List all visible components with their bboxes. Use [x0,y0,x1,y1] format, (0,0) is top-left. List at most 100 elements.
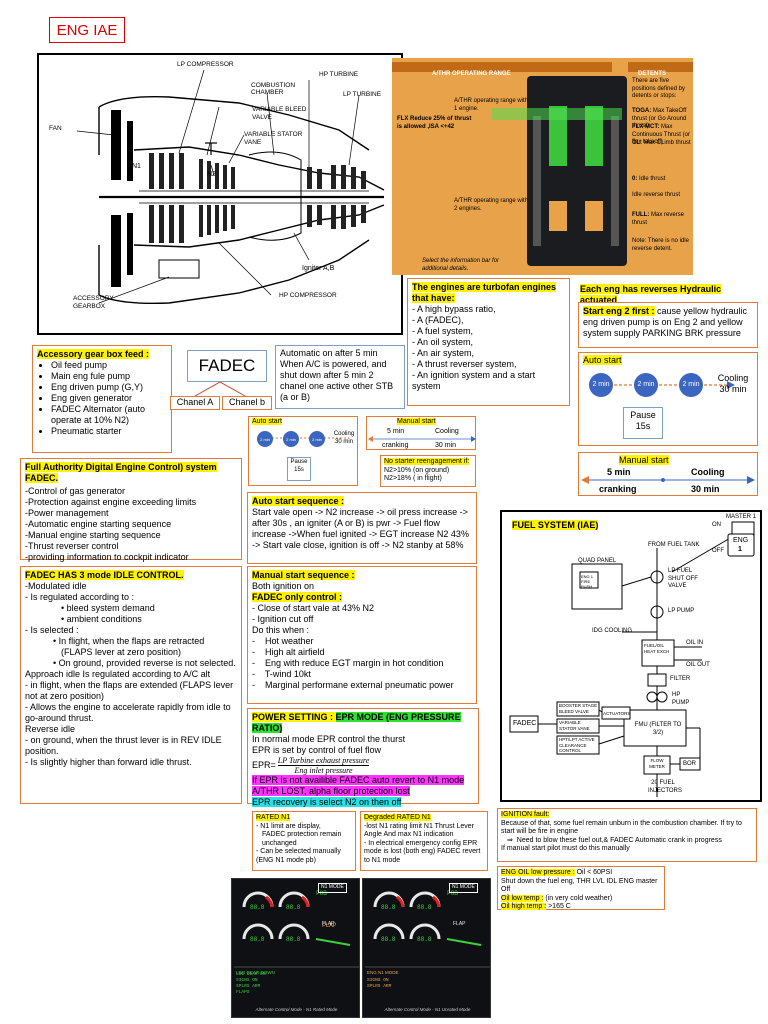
idle-selected: - Is selected : [25,625,79,635]
detent-idle: 0: Idle thrust [632,176,692,184]
auto-start-big-circle-2: 2 min [634,373,658,397]
svg-text:LDG GEAR DN: LDG GEAR DN [236,971,266,977]
manual-seq-item: - Hot weather [252,636,314,646]
turbofan-item-text: An oil system, [417,337,474,347]
manual-seq-c1: - Close of start vale at 43% N2 [252,603,375,613]
manual-seq-item: - Eng with reduce EGT margin in hot cond… [252,658,444,668]
idle-reverse: Reverse idle [25,724,76,734]
detent-idle-name: 0: [632,176,638,182]
epr-fraction: LP Turbine exhaust pressure Eng inlet pr… [277,756,370,775]
accessory-item: FADEC Alternator (auto operate at 10% N2… [51,404,167,426]
manual-seq-item-text: Eng with reduce EGT margin in hot condit… [265,658,444,668]
degraded-n1-box: Degraded RATED N1 -lost N1 rating limit … [360,811,488,871]
page-title: ENG IAE [56,21,118,39]
fuel-flow: FLOW METER [649,758,665,769]
fuel-injectors: 20 FUEL INJECTORS [648,780,682,794]
fadec-full-item: -Power management [25,508,109,518]
rated-l2: FADEC protection remain unchanged [262,831,342,847]
oil-l4b: >165 C [546,903,571,910]
degraded-title: Degraded RATED N1 [364,814,431,821]
svg-text:SPLRS ARM: SPLRS ARM [236,983,261,989]
turbofan-item-text: A thrust reverser system, [417,359,517,369]
idle-s1: • In flight, when the flaps are retracte… [53,636,205,657]
manual-start-small: Manual start 5 min cranking Cooling 30 m… [366,416,476,450]
auto-start-small-cooling: Cooling 30 min [329,431,359,446]
no-starter-title: No starter reengagement if: [384,458,470,465]
athr-footer: Select the information bar for additiona… [422,258,500,272]
fuel-title-wrap: FUEL SYSTEM (IAE) [512,520,599,531]
svg-text:FLAP: FLAP [322,922,337,929]
fuel-off: OFF [712,548,724,554]
manual-seq-item: - T-wind 10kt [252,669,311,679]
chanel-b-label: Chanel b [228,397,266,407]
turbofan-item: - A thrust reverser system, [412,359,517,369]
fuel-fadec: FADEC [513,720,537,727]
power-c1: EPR recovery is select N2 on then off [252,797,402,807]
detent-full-name: FULL: [632,212,650,218]
rated-title: RATED N1 [256,814,291,821]
auto-seq-text: Start vale open -> N2 increase -> oil pr… [252,507,469,550]
auto-start-small-cooling-label: Cooling [333,431,355,437]
start-eng-text: cause yellow hydraulic eng driven pump i… [583,306,748,338]
detent-idle-desc: Idle thrust [639,176,666,182]
fuel-lp-shutoff: LP FUEL SHUT OFF VALVE [668,568,698,589]
power-setting-box: POWER SETTING : EPR MODE (ENG PRESSURE R… [247,708,479,807]
idle-s1-text: In flight, when the flaps are retracted … [58,636,205,657]
chanel-b-box: Chanel b [222,396,272,410]
auto-start-small-circle-1: 2 min [257,431,273,447]
ecam-right: 88.888.8 88.888.8 FOB ENG N1 MODE SIGNS … [362,878,491,1018]
detent-full-desc: Max reverse thrust [632,212,685,226]
svg-text:FOB: FOB [447,890,458,897]
accessory-item: Main eng fule pump [51,371,167,382]
fadec-auto-box: Automatic on after 5 min When A/C is pow… [275,345,405,409]
label-variable-stator: VARIABLE STATOR VANE [244,131,303,146]
manual-seq-item-text: Marginal performane external pneumatic p… [265,680,454,690]
athr-header-right: DETENTS [628,62,693,77]
engine-diagram: LP COMPRESSOR COMBUSTION CHAMBER HP TURB… [37,53,403,335]
fadec-full-item: -Manual engine starting sequence [25,530,161,540]
oil-l1a: ENG OIL low pressure : [501,869,575,876]
svg-text:SPLRS ARM: SPLRS ARM [367,983,392,989]
manual-start-small-title-wrap: Manual start [397,418,436,427]
fuel-eng-cooling: IDG COOLING [592,628,633,634]
ecam-left-caption: Alternate Control Mode - N1 Rated Mode [255,1007,338,1012]
fuel-eng-num: 1 [738,546,742,553]
auto-start-big-title-wrap: Auto start [583,355,622,366]
idle-rv2: - Is slightly higher than forward idle t… [25,757,192,767]
idle-a1: - in flight, when the flaps are extended… [25,680,234,701]
idle-modulated: -Modulated idle [25,581,87,591]
idle-r1-text: bleed system demand [66,603,155,613]
quadrant-orange-left [549,201,567,231]
label-accessory: ACCESSORY GEARBOX [73,295,114,310]
auto-start-big-cooling: Cooling 30 min [709,373,757,395]
quadrant-green-right [585,106,603,166]
label-hp-turbine: HP TURBINE [319,71,359,78]
ecam-right-gauges: 88.888.8 88.888.8 FOB ENG N1 MODE SIGNS … [365,890,490,989]
detent-cl: CL: Max CLimb thrust [632,140,692,148]
ecam-right-flap: FLAP [453,921,466,927]
turbofan-item-text: An air system, [417,348,475,358]
svg-text:88.8: 88.8 [381,904,396,911]
ecam-right-memo: ENG N1 MODE [367,969,399,977]
power-m2: A/THR LOST, alpha floor protection lost [252,786,410,796]
label-lp-compressor: LP COMPRESSOR [177,61,234,68]
manual-start-big-title: Manual start [619,455,669,465]
auto-start-big-arrows [609,381,735,389]
athr-green-band [492,108,622,120]
manual-seq-item-text: T-wind 10kt [264,669,311,679]
degraded-l2: - In electrical emergency config EPR mod… [364,839,481,864]
detent-toga: TOGA: Max TakeOff thrust (or Go Around t… [632,108,692,131]
svg-text:88.8: 88.8 [417,904,432,911]
label-n2: N2 [207,171,216,178]
label-n1: N1 [132,163,141,170]
detent-toga-desc: Max TakeOff thrust (or Go Around thrust) [632,108,687,129]
auto-start-small-circle-3: 2 min [309,431,325,447]
turbofan-item: - A (FADEC), [412,315,464,325]
rated-l1: - N1 limit are display, [256,822,321,830]
detent-cl-name: CL: [632,140,642,146]
rated-l3: - Can be selected manually (ENG N1 mode … [256,848,341,864]
manual-start-big-cranking: cranking [599,484,637,494]
manual-start-big-cooling-time: 30 min [691,484,720,494]
svg-text:FLAPS: FLAPS [236,989,250,995]
